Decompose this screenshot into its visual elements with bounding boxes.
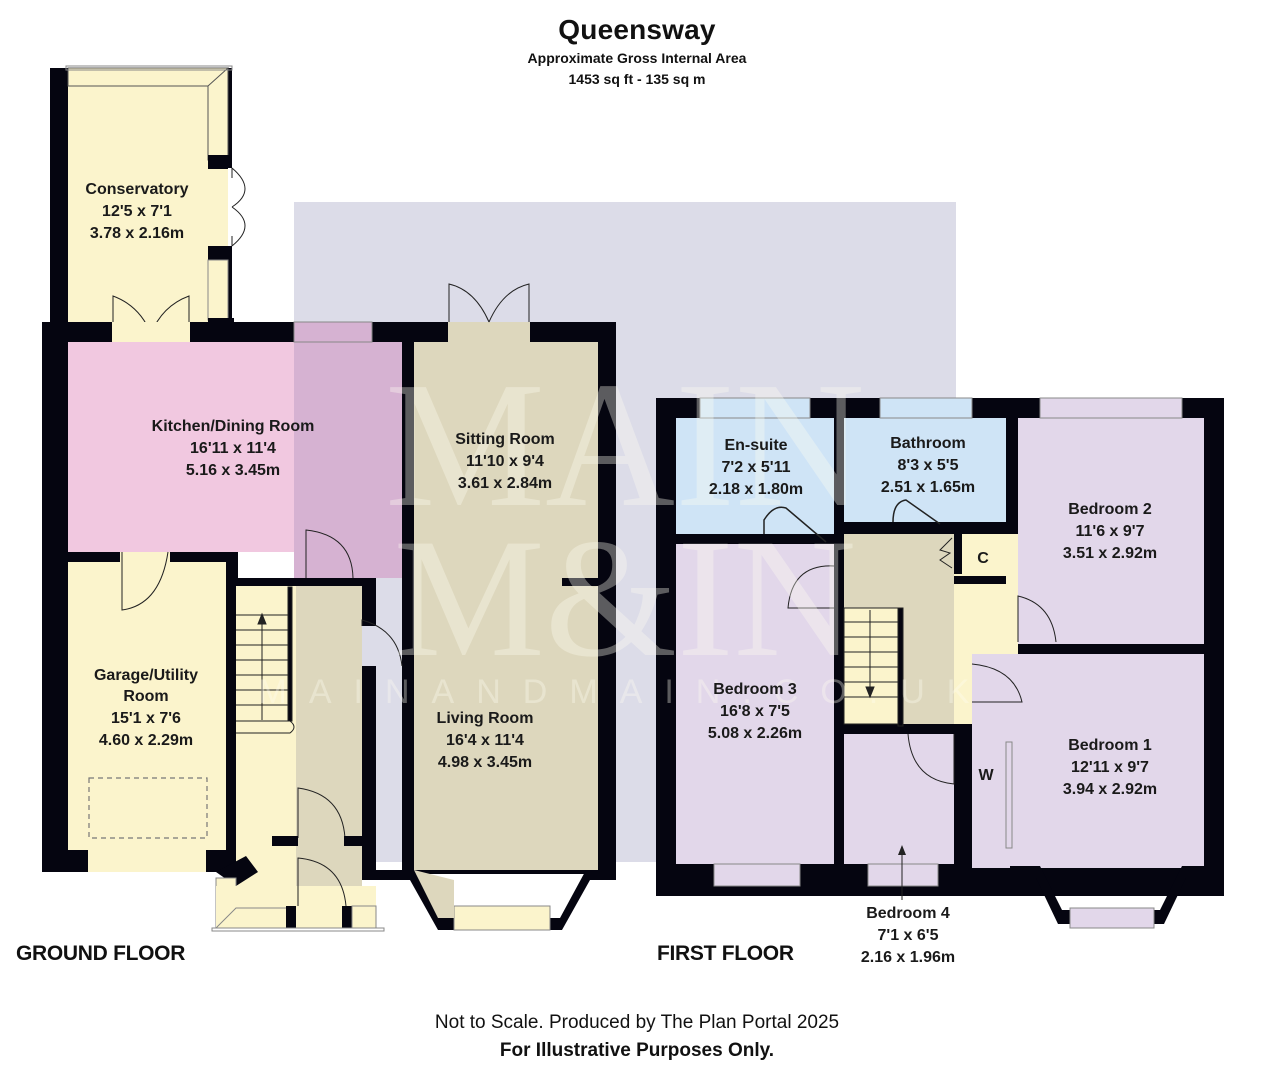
- label-bedroom-3: Bedroom 3: [713, 681, 797, 698]
- label-sitting-room: Sitting Room: [455, 431, 555, 448]
- label-garage-line2: Room: [123, 688, 168, 705]
- label-bathroom: Bathroom: [890, 435, 966, 452]
- room-kitchen-dining: [42, 321, 420, 582]
- area-value: 1453 sq ft - 135 sq m: [568, 71, 706, 87]
- first-floor-plan: [656, 397, 1224, 929]
- dims-kitchen-imperial: 16'11 x 11'4: [190, 440, 276, 457]
- area-subtitle: Approximate Gross Internal Area: [527, 50, 747, 66]
- room-garage-utility: [42, 551, 238, 872]
- cupboard: [962, 540, 1006, 576]
- room-conservatory: [50, 65, 246, 348]
- dims-bedroom-3-metric: 5.08 x 2.26m: [708, 725, 802, 742]
- label-garage: Garage/Utility: [94, 667, 198, 684]
- room-bedroom-4: [844, 734, 954, 864]
- dims-en-suite-metric: 2.18 x 1.80m: [709, 481, 803, 498]
- label-cupboard: C: [977, 550, 989, 567]
- watermark-line2: M&IN: [394, 504, 857, 692]
- dims-sitting-metric: 3.61 x 2.84m: [458, 475, 552, 492]
- label-bedroom-1: Bedroom 1: [1068, 737, 1152, 754]
- dims-conservatory-metric: 3.78 x 2.16m: [90, 225, 184, 242]
- plan-title: Queensway: [558, 14, 716, 45]
- dims-bathroom-imperial: 8'3 x 5'5: [898, 457, 959, 474]
- room-sitting-living: [362, 283, 616, 931]
- room-bedroom-3: [676, 544, 834, 864]
- dims-bedroom-2-metric: 3.51 x 2.92m: [1063, 545, 1157, 562]
- label-en-suite: En-suite: [724, 437, 787, 454]
- first-floor-labels: En-suite 7'2 x 5'11 2.18 x 1.80m Bathroo…: [708, 435, 1157, 966]
- dims-bedroom-1-imperial: 12'11 x 9'7: [1071, 759, 1149, 776]
- dims-sitting-imperial: 11'10 x 9'4: [466, 453, 544, 470]
- room-bedroom-2: [1018, 418, 1204, 644]
- room-hall: [211, 578, 403, 932]
- dims-bedroom-4-metric: 2.16 x 1.96m: [861, 949, 955, 966]
- label-kitchen: Kitchen/Dining Room: [152, 418, 315, 435]
- stairs-up: [236, 586, 295, 734]
- label-wardrobe: W: [978, 767, 994, 784]
- dims-living-metric: 4.98 x 3.45m: [438, 754, 532, 771]
- watermark: MAIN M&IN MAINANDMAIN.CO.UK: [259, 345, 992, 711]
- stairs-down: [843, 607, 904, 727]
- ground-floor-plan: [42, 65, 616, 932]
- dims-kitchen-metric: 5.16 x 3.45m: [186, 462, 280, 479]
- dims-bedroom-4-imperial: 7'1 x 6'5: [878, 927, 939, 944]
- wardrobe: [972, 736, 1012, 850]
- label-conservatory: Conservatory: [85, 181, 188, 198]
- footer-disclaimer: Not to Scale. Produced by The Plan Porta…: [434, 1012, 840, 1033]
- first-floor-label: FIRST FLOOR: [657, 942, 794, 965]
- room-bathroom: [844, 418, 1006, 522]
- dims-bedroom-1-metric: 3.94 x 2.92m: [1063, 781, 1157, 798]
- dims-bedroom-2-imperial: 11'6 x 9'7: [1075, 523, 1144, 540]
- ground-floor-label: GROUND FLOOR: [16, 942, 186, 965]
- label-bedroom-4: Bedroom 4: [866, 905, 950, 922]
- dims-bedroom-3-imperial: 16'8 x 7'5: [720, 703, 790, 720]
- dims-garage-imperial: 15'1 x 7'6: [111, 710, 181, 727]
- label-bedroom-2: Bedroom 2: [1068, 501, 1152, 518]
- watermark-url: MAINANDMAIN.CO.UK: [259, 673, 992, 711]
- footer-illustrative: For Illustrative Purposes Only.: [499, 1040, 775, 1061]
- dims-en-suite-imperial: 7'2 x 5'11: [721, 459, 790, 476]
- room-en-suite: [676, 418, 834, 534]
- dims-bathroom-metric: 2.51 x 1.65m: [881, 479, 975, 496]
- dims-garage-metric: 4.60 x 2.29m: [99, 732, 193, 749]
- label-living-room: Living Room: [437, 710, 534, 727]
- dims-living-imperial: 16'4 x 11'4: [446, 732, 524, 749]
- watermark-line1: MAIN: [385, 345, 865, 544]
- ground-floor-labels: Conservatory 12'5 x 7'1 3.78 x 2.16m Kit…: [85, 181, 554, 771]
- dims-conservatory-imperial: 12'5 x 7'1: [102, 203, 172, 220]
